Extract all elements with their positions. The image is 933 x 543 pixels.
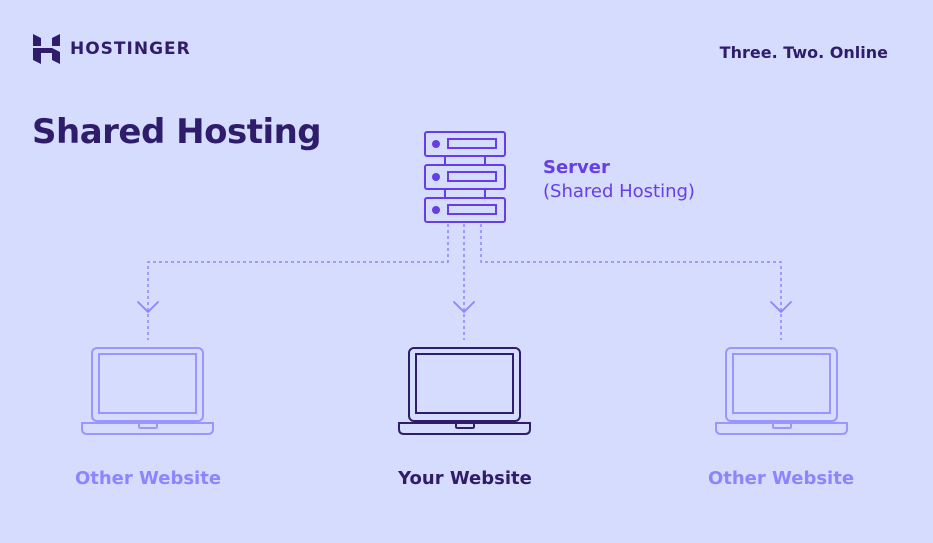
connection-lines: [147, 224, 782, 340]
server-led-dots: [432, 140, 440, 214]
website-label-other-left: Other Website: [74, 468, 222, 489]
laptop-icon-center: [398, 347, 531, 435]
hostinger-logo-icon: [33, 34, 60, 64]
server-label: Server (Shared Hosting): [543, 156, 695, 204]
laptop-icon-left: [81, 347, 214, 435]
server-title: Server: [543, 157, 610, 178]
server-icon: [424, 131, 506, 223]
server-subtitle: (Shared Hosting): [543, 181, 695, 202]
arrow-icons: [137, 301, 792, 313]
website-label-yours: Your Website: [398, 468, 532, 489]
brand-logo: HOSTINGER: [33, 34, 191, 64]
laptop-icon-right: [715, 347, 848, 435]
page-title: Shared Hosting: [32, 112, 322, 152]
brand-tagline: Three. Two. Online: [719, 43, 888, 62]
brand-name: HOSTINGER: [70, 39, 191, 59]
website-label-other-right: Other Website: [707, 468, 855, 489]
